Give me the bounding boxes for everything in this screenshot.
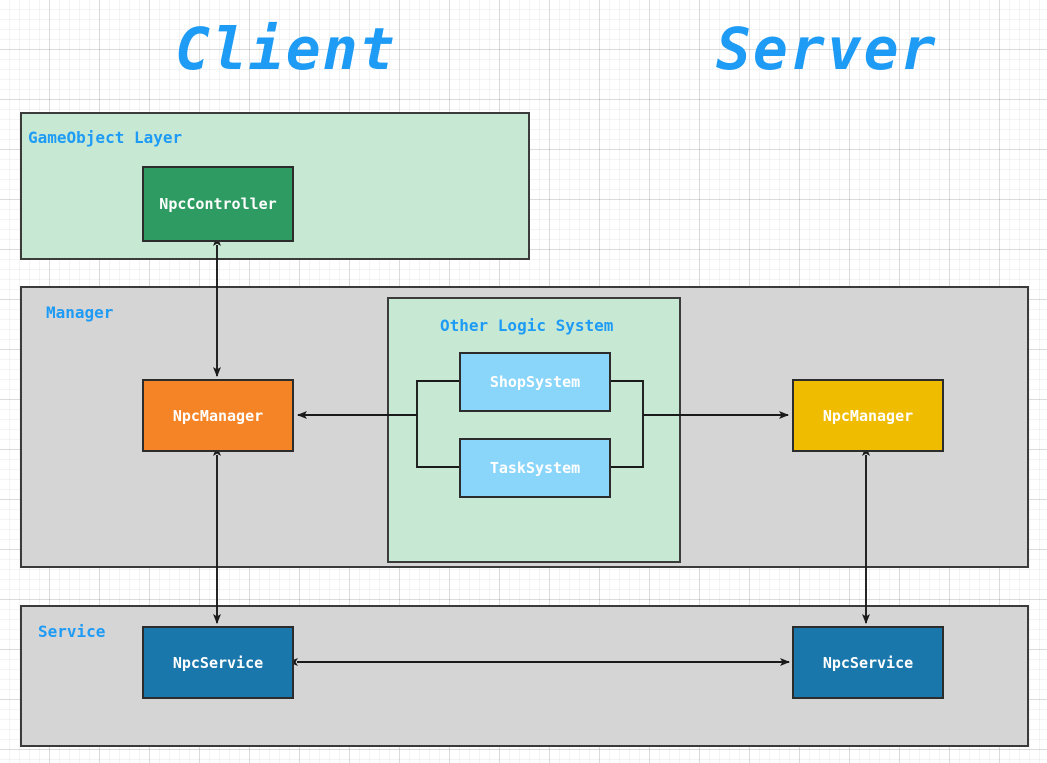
node-npcservice-server[interactable]: NpcService bbox=[792, 626, 944, 699]
node-shopsystem[interactable]: ShopSystem bbox=[459, 352, 611, 412]
client-title: Client bbox=[175, 15, 397, 83]
node-npcservice-client[interactable]: NpcService bbox=[142, 626, 294, 699]
panel-service-label: Service bbox=[38, 622, 106, 641]
node-npccontroller[interactable]: NpcController bbox=[142, 166, 294, 242]
panel-gameobject-layer-label: GameObject Layer bbox=[28, 128, 183, 147]
node-tasksystem[interactable]: TaskSystem bbox=[459, 438, 611, 498]
panel-manager-label: Manager bbox=[46, 303, 114, 322]
server-title: Server bbox=[716, 15, 938, 83]
node-npcmanager-client[interactable]: NpcManager bbox=[142, 379, 294, 452]
panel-other-logic-system bbox=[387, 297, 681, 563]
node-npcmanager-server[interactable]: NpcManager bbox=[792, 379, 944, 452]
panel-other-logic-system-label: Other Logic System bbox=[440, 316, 614, 335]
